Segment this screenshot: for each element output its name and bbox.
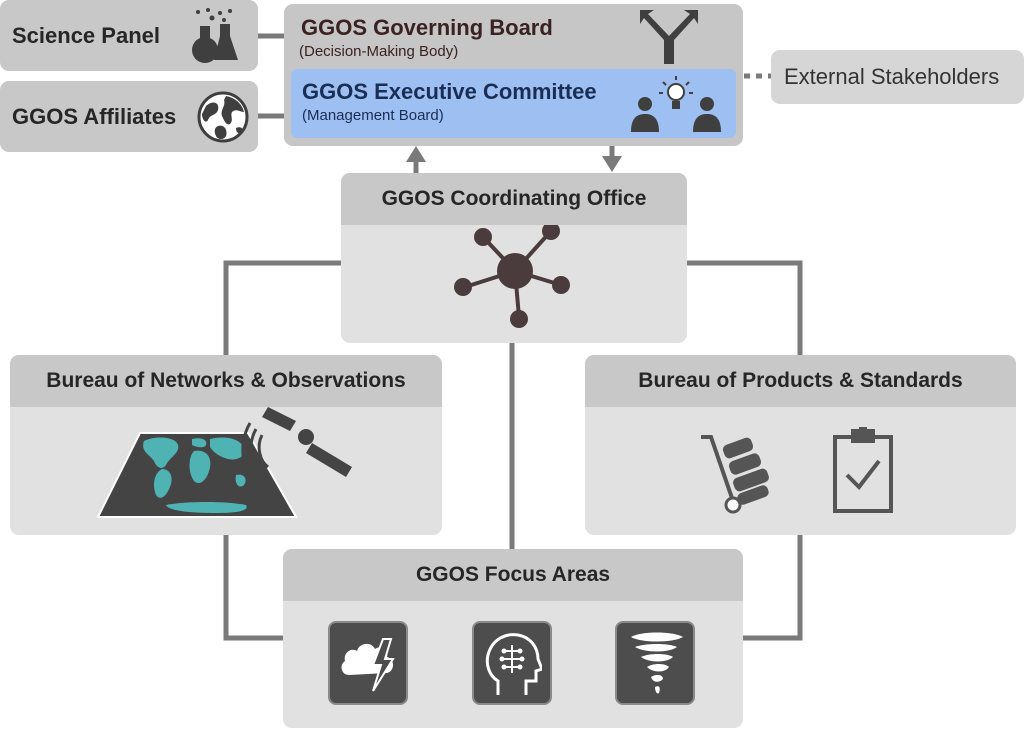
governing-board-title: GGOS Governing Board xyxy=(301,15,553,40)
affiliates-label: GGOS Affiliates xyxy=(12,103,177,129)
bureau-products-box[interactable]: Bureau of Products & Standards xyxy=(585,355,1016,535)
focus-areas-box[interactable]: GGOS Focus Areas xyxy=(283,549,743,728)
bureau-products-title: Bureau of Products & Standards xyxy=(638,369,963,392)
bureau-networks-box[interactable]: Bureau of Networks & Observations xyxy=(10,355,442,535)
bureau-networks-header: Bureau of Networks & Observations xyxy=(10,355,442,407)
focus-areas-title: GGOS Focus Areas xyxy=(415,563,611,586)
governing-board-subtitle: (Decision-Making Body) xyxy=(299,43,459,60)
storm-cloud-lightning-icon xyxy=(337,633,401,695)
hand-truck-icon xyxy=(697,431,787,515)
head-circuit-icon xyxy=(484,629,542,699)
globe-icon xyxy=(196,90,250,144)
focus-area-tile-2[interactable] xyxy=(472,621,552,705)
affiliates-box[interactable]: GGOS Affiliates xyxy=(0,81,258,152)
executive-committee-box[interactable]: GGOS Executive Committee (Management Boa… xyxy=(291,69,736,138)
executive-committee-subtitle: (Management Board) xyxy=(302,107,444,124)
governing-board-box[interactable]: GGOS Governing Board (Decision-Making Bo… xyxy=(284,4,743,146)
science-panel-box[interactable]: Science Panel xyxy=(0,0,258,71)
external-stakeholders-label: External Stakeholders xyxy=(784,64,1000,89)
executive-committee-title: GGOS Executive Committee xyxy=(302,79,597,104)
focus-area-tile-3[interactable] xyxy=(615,621,695,705)
team-idea-icon xyxy=(627,74,727,132)
focus-area-tile-1[interactable] xyxy=(328,621,408,705)
lab-flasks-icon xyxy=(190,8,242,64)
satellite-map-icon xyxy=(96,405,356,519)
external-stakeholders-box[interactable]: External Stakeholders xyxy=(771,50,1024,104)
network-hub-icon xyxy=(449,225,579,335)
coordinating-office-header: GGOS Coordinating Office xyxy=(341,173,687,225)
science-panel-label: Science Panel xyxy=(12,22,160,48)
tornado-icon xyxy=(629,631,685,697)
bureau-products-header: Bureau of Products & Standards xyxy=(585,355,1016,407)
fork-arrows-icon xyxy=(640,10,698,64)
coordinating-office-title: GGOS Coordinating Office xyxy=(381,187,647,210)
coordinating-office-box[interactable]: GGOS Coordinating Office xyxy=(341,173,687,343)
focus-areas-header: GGOS Focus Areas xyxy=(283,549,743,601)
bureau-networks-title: Bureau of Networks & Observations xyxy=(46,369,406,392)
clipboard-check-icon xyxy=(831,427,895,515)
